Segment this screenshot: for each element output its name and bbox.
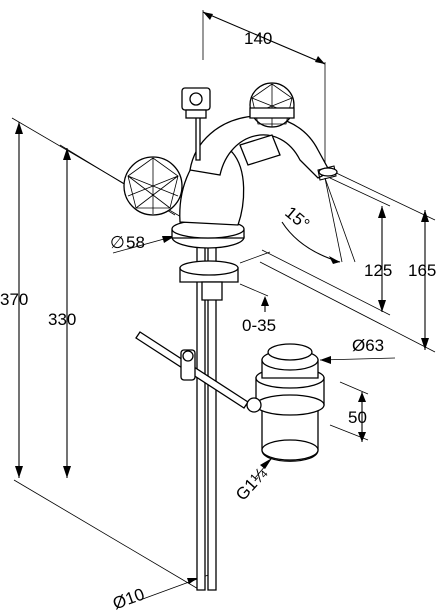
crystal-handle-left — [123, 156, 183, 216]
dimension-labels: 140 15° 125 165 370 330 ∅ 58 0-35 Ø63 50… — [0, 29, 436, 613]
spout-height-label: 125 — [364, 261, 392, 280]
spout-reach-label: 140 — [244, 29, 272, 48]
total-height-label: 165 — [408, 261, 436, 280]
tail-height-label: 330 — [48, 310, 76, 329]
pipe-diameter-label: Ø10 — [110, 584, 147, 613]
waste-assembly — [135, 331, 325, 462]
faucet-body — [123, 82, 338, 591]
spout-angle-label: 15° — [281, 203, 313, 234]
base-diameter-label: 58 — [126, 233, 145, 252]
base-diameter-symbol: ∅ — [110, 233, 125, 252]
waste-height-label: 50 — [348, 408, 367, 427]
dimension-lines — [11, 10, 436, 601]
crystal-handle-right — [239, 82, 295, 166]
overall-height-label: 370 — [0, 290, 28, 309]
waste-thread-label: G1¼ — [232, 464, 271, 505]
waste-diameter-label: Ø63 — [352, 336, 384, 355]
deck-thickness-label: 0-35 — [242, 316, 276, 335]
